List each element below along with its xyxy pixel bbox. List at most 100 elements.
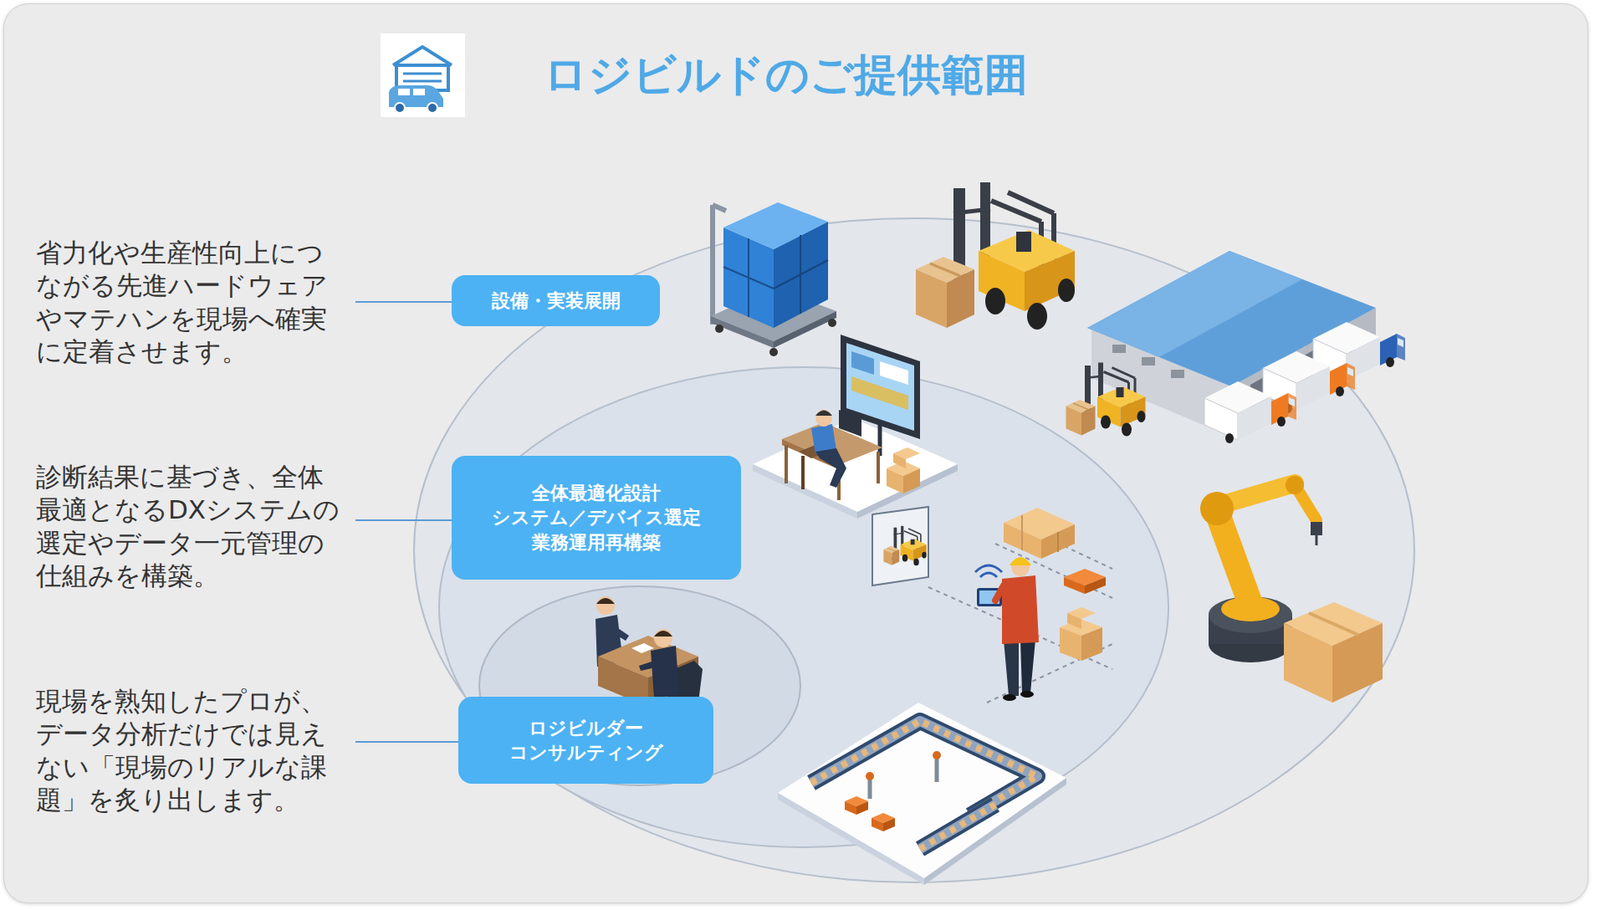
cart-illustration-part bbox=[723, 202, 829, 250]
office-desk-illustration-part bbox=[879, 361, 909, 385]
worker-tablet-illustration-part bbox=[975, 565, 1002, 573]
robot-arm-illustration-part bbox=[1308, 613, 1359, 635]
label-pill: ロジビルダー コンサルティング bbox=[458, 696, 714, 784]
meeting-illustration-part bbox=[638, 660, 656, 671]
office-desk-illustration-part bbox=[876, 451, 880, 484]
description-box: 現場を熟知したプロが、データ分析だけでは見えない「現場のリアルな課題」を炙り出し… bbox=[35, 684, 349, 817]
meeting-illustration-part bbox=[596, 596, 615, 615]
title-icon-part bbox=[394, 102, 405, 113]
title-icon-part bbox=[403, 80, 442, 83]
worker-tablet-illustration-part bbox=[1067, 613, 1082, 629]
conveyor-illustration-part bbox=[932, 751, 941, 760]
warehouse-illustration-part bbox=[1170, 369, 1185, 379]
description-text: 省力化や生産性向上につながる先進ハードウェアやマテハンを現場へ確実に定着させます… bbox=[35, 236, 349, 369]
worker-tablet-illustration-part bbox=[980, 572, 997, 578]
meeting-illustration-part bbox=[596, 598, 615, 604]
office-desk-illustration-part bbox=[801, 455, 805, 490]
title-text: ロジビルドのご提供範囲 bbox=[543, 48, 1028, 101]
cart-illustration-part bbox=[712, 204, 726, 211]
pill-text: 業務運用再構築 bbox=[531, 530, 661, 555]
cart-illustration-part bbox=[715, 324, 724, 333]
leader-lines-part bbox=[355, 301, 452, 303]
title-icon-part bbox=[380, 33, 466, 118]
cart-illustration-part bbox=[828, 318, 837, 328]
scope-ellipses bbox=[414, 218, 1415, 883]
conveyor-illustration-part bbox=[811, 720, 1038, 816]
description-box: 省力化や生産性向上につながる先進ハードウェアやマテハンを現場へ確実に定着させます… bbox=[35, 236, 349, 369]
conveyor-illustration-part bbox=[811, 720, 1038, 816]
robot-arm-illustration bbox=[1200, 475, 1383, 703]
conveyor-illustration-part bbox=[844, 801, 857, 815]
worker-tablet-illustration-part bbox=[1081, 627, 1103, 661]
conveyor-illustration-part bbox=[920, 804, 996, 849]
description-text: 現場を熟知したプロが、データ分析だけでは見えない「現場のリアルな課題」を炙り出し… bbox=[35, 684, 349, 817]
cart-illustration-part bbox=[799, 235, 802, 314]
conveyor-illustration-part bbox=[777, 792, 925, 885]
worker-tablet-illustration-part bbox=[995, 585, 1004, 601]
pill-text: 全体最適化設計 bbox=[531, 480, 661, 506]
worker-tablet-illustration-part bbox=[1002, 694, 1017, 701]
meeting-illustration-part bbox=[631, 643, 655, 654]
conveyor-illustration-part bbox=[777, 702, 1067, 879]
worker-tablet-illustration-part bbox=[883, 526, 926, 567]
leader-lines-part bbox=[355, 741, 459, 743]
cart-illustration-part bbox=[710, 204, 716, 325]
conveyor-illustration-part bbox=[883, 817, 895, 832]
worker-tablet-illustration-part bbox=[928, 535, 1113, 703]
worker-tablet-illustration-part bbox=[1057, 531, 1059, 553]
leader-lines-part bbox=[355, 519, 452, 522]
conveyor-illustration-part bbox=[856, 801, 869, 815]
worker-tablet-illustration-part bbox=[1041, 524, 1075, 559]
robot-arm-illustration-part bbox=[1315, 535, 1319, 546]
small-forklift bbox=[1066, 362, 1146, 437]
worker-tablet-illustration-part bbox=[1084, 577, 1106, 594]
warehouse-illustration-part bbox=[1141, 357, 1156, 366]
warehouse-illustration-part bbox=[1087, 250, 1303, 358]
conveyor-illustration-part bbox=[920, 804, 996, 849]
office-desk-illustration-part bbox=[886, 468, 904, 494]
description-box: 診断結果に基づき、全体最適となるDXシステムの選定やデータ一元管理の仕組みを構築… bbox=[35, 460, 349, 593]
office-desk-illustration-part bbox=[903, 468, 921, 494]
office-desk-illustration-part bbox=[851, 351, 875, 375]
scope-ellipses-part bbox=[414, 218, 1415, 883]
leader-lines bbox=[355, 301, 459, 742]
office-desk-illustration-part bbox=[851, 376, 909, 410]
office-desk-illustration-part bbox=[815, 410, 833, 417]
forklift bbox=[915, 182, 1075, 330]
worker-tablet-illustration-part bbox=[1001, 575, 1039, 645]
office-desk-illustration-part bbox=[893, 453, 906, 469]
conveyor-illustration-part bbox=[935, 756, 940, 783]
meeting-illustration-part bbox=[654, 628, 673, 648]
robot-arm-illustration-part bbox=[1216, 511, 1251, 604]
title-icon-part bbox=[403, 72, 442, 76]
worker-tablet-illustration-part bbox=[1020, 639, 1036, 693]
conveyor-illustration bbox=[777, 702, 1067, 885]
robot-arm-illustration-part bbox=[1200, 491, 1234, 526]
warehouse-illustration-part bbox=[1112, 344, 1126, 353]
title-icon bbox=[380, 33, 466, 118]
robot-arm-illustration-part bbox=[1283, 623, 1333, 703]
meeting-illustration-part bbox=[608, 623, 629, 641]
worker-tablet-illustration-part bbox=[872, 506, 929, 586]
worker-tablet-illustration-part bbox=[1021, 515, 1023, 551]
cart-illustration-part bbox=[769, 347, 778, 357]
pill-text: 設備・実装展開 bbox=[491, 288, 621, 313]
robot-arm-illustration-part bbox=[1285, 475, 1304, 495]
conveyor-illustration-part bbox=[811, 720, 1038, 816]
pill-text: ロジビルダー コンサルティング bbox=[471, 715, 701, 765]
cart-illustration-part bbox=[747, 238, 750, 317]
title-icon-part bbox=[393, 46, 452, 66]
pill-text: システム／デバイス選定 bbox=[491, 505, 701, 530]
office-desk-illustration-part bbox=[815, 409, 833, 427]
office-desk-illustration-part bbox=[784, 444, 788, 484]
description-text: 診断結果に基づき、全体最適となるDXシステムの選定やデータ一元管理の仕組みを構築… bbox=[35, 460, 349, 593]
worker-tablet-illustration-part bbox=[1063, 577, 1085, 594]
label-pill: 設備・実装展開 bbox=[451, 275, 660, 327]
office-desk-illustration-part bbox=[838, 409, 862, 437]
conveyor-illustration-part bbox=[868, 777, 873, 799]
robot-arm-illustration-part bbox=[1310, 521, 1323, 536]
office-desk-illustration-part bbox=[815, 448, 847, 488]
conveyor-illustration-part bbox=[865, 771, 875, 781]
worker-tablet-illustration-part bbox=[1009, 557, 1032, 566]
